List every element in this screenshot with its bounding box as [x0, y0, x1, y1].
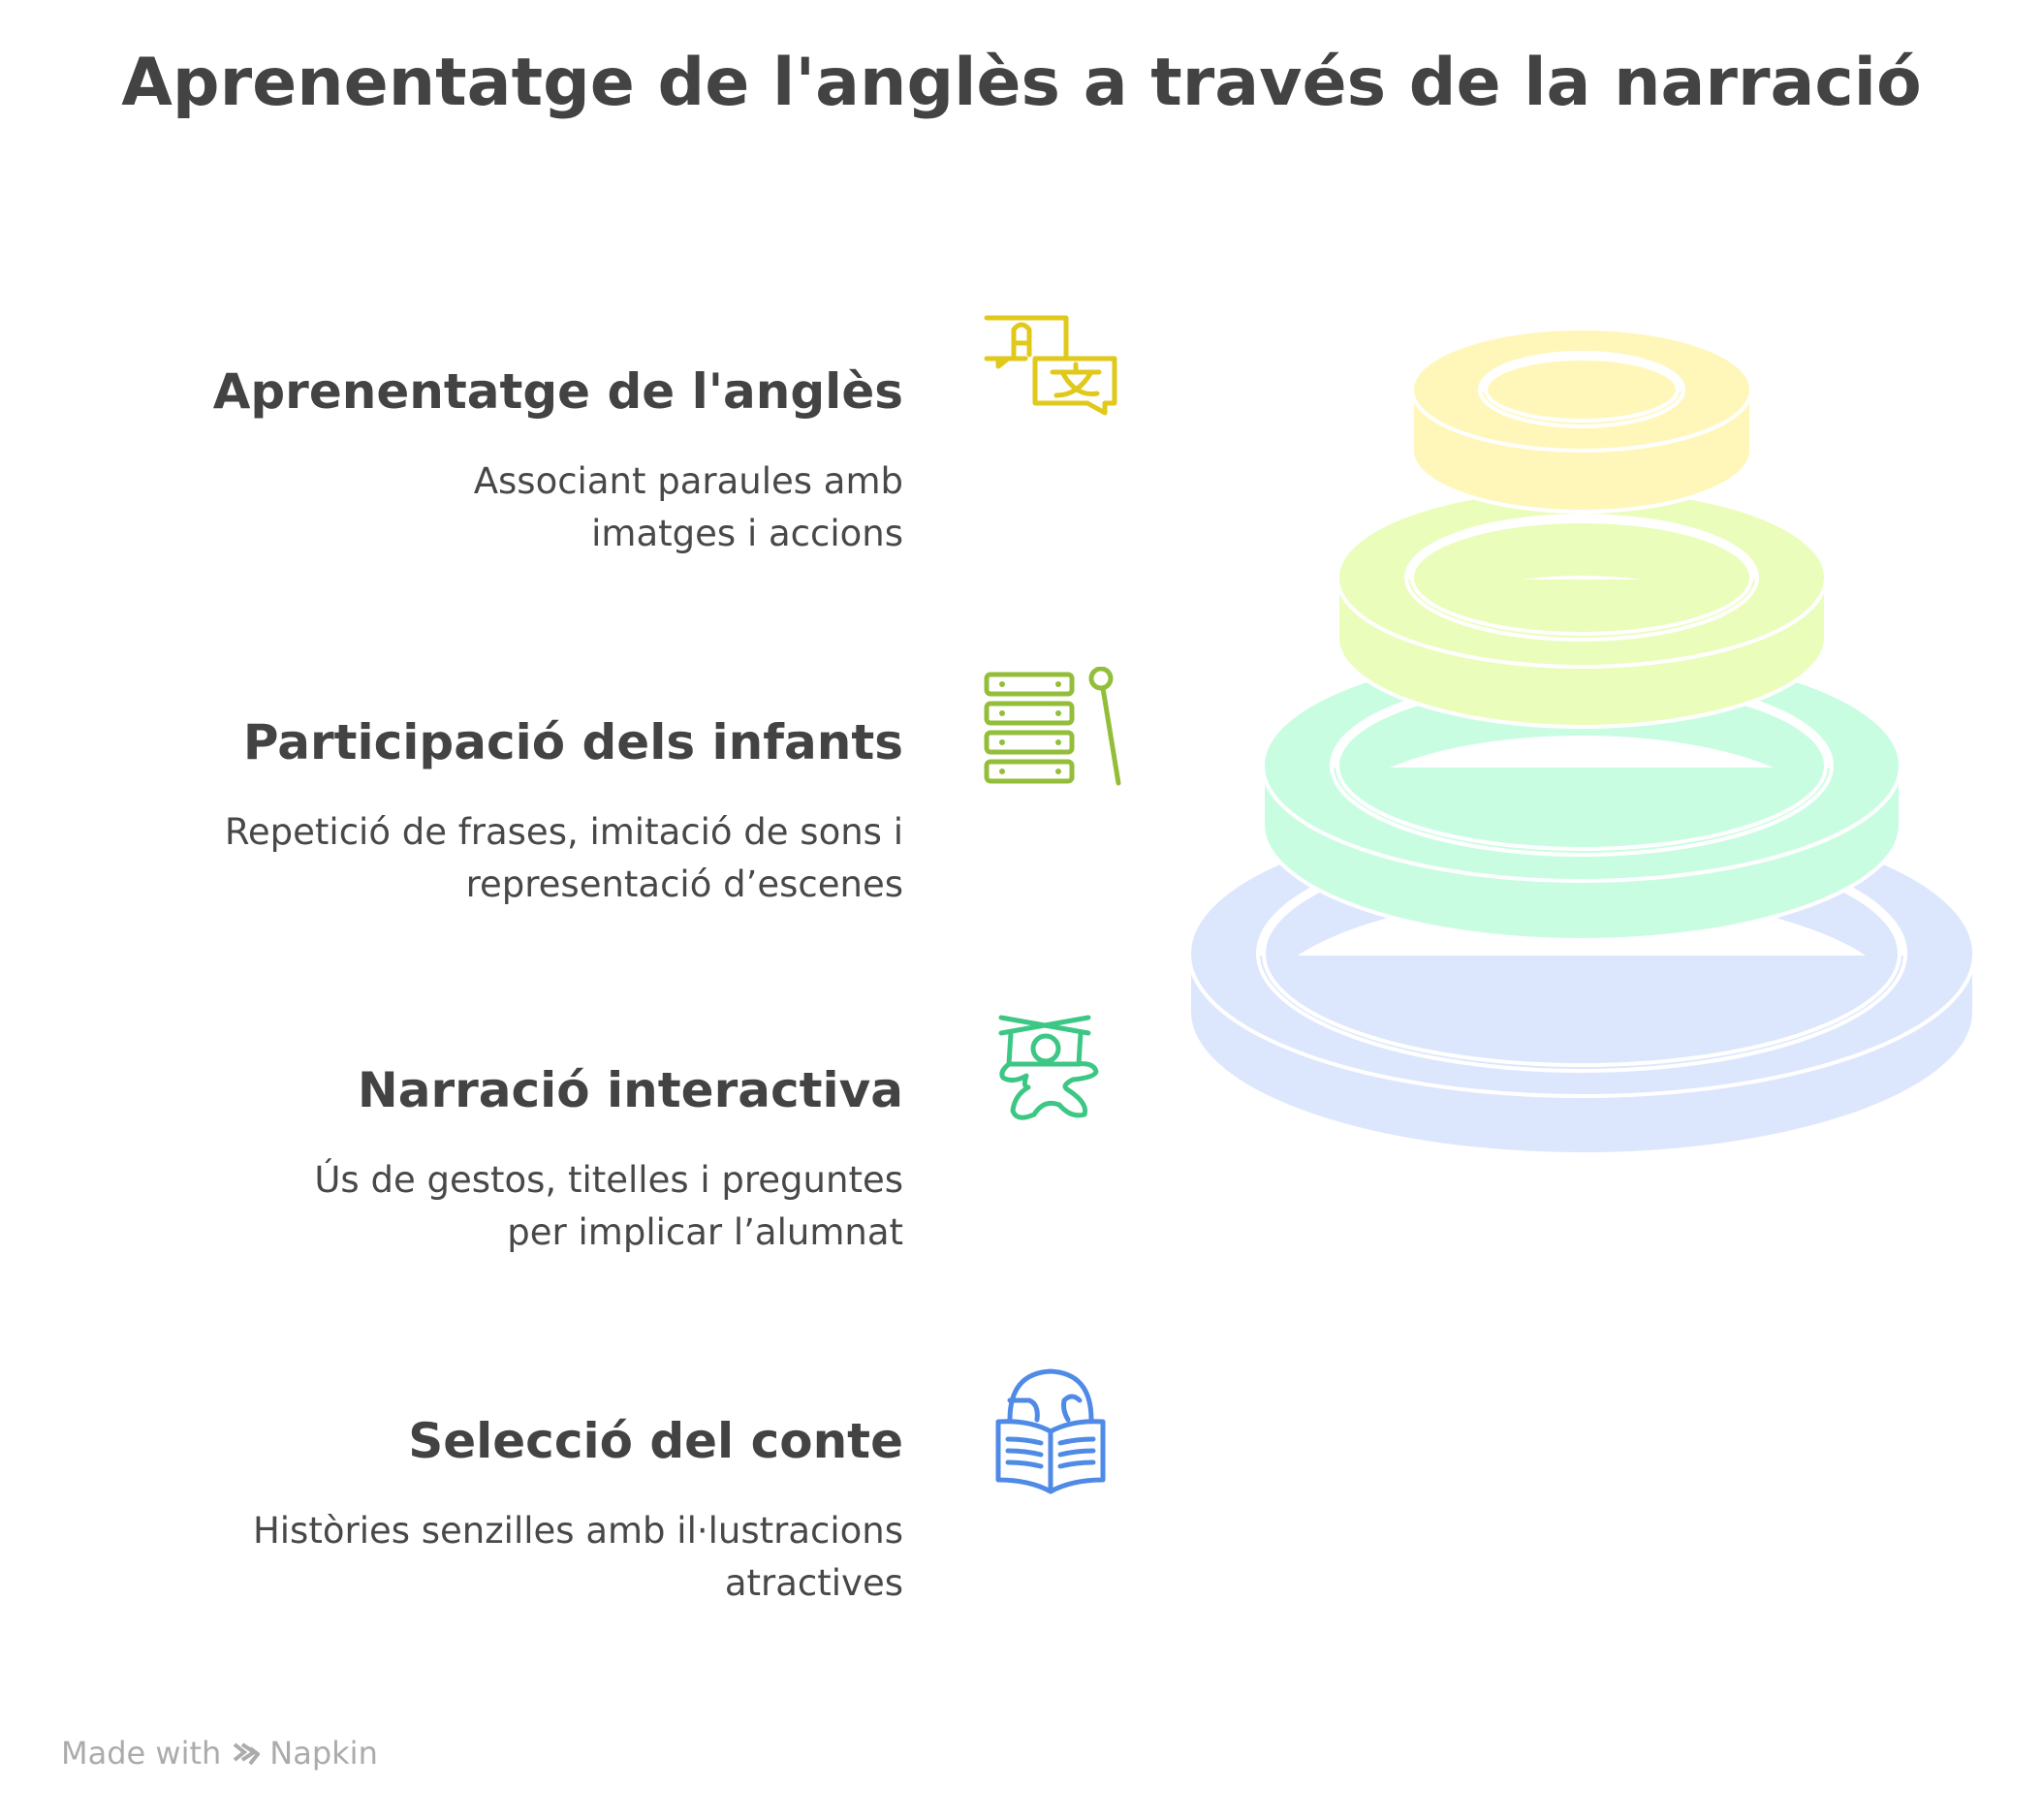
step-description: Històries senzilles amb il·lustracions a… [252, 1510, 903, 1604]
footer: Made with Napkin [61, 1735, 378, 1772]
step-heading: Selecció del conte [408, 1413, 903, 1469]
ring-1 [1335, 486, 1829, 729]
step-story-selection: Selecció del conte Històries senzilles a… [50, 1410, 903, 1610]
napkin-brand[interactable]: Napkin [269, 1735, 378, 1772]
made-with-label: Made with [61, 1735, 222, 1772]
ring-2 [1260, 648, 1903, 942]
translate-icon [984, 315, 1117, 416]
step-description: Associant paraules amb imatges i accions [473, 460, 903, 554]
step-heading: Participació dels infants [242, 714, 903, 770]
page-title: Aprenentatge de l'anglès a través de la … [121, 45, 1922, 121]
book-globe-icon [995, 1368, 1106, 1494]
step-description: Repetició de frases, imitació de sons i … [224, 811, 903, 905]
step-description: Ús de gestos, titelles i preguntes per i… [314, 1159, 903, 1253]
step-heading: Narració interactiva [357, 1062, 903, 1118]
step-heading: Aprenentatge de l'anglès [212, 363, 903, 420]
step-interactive-storytelling: Narració interactiva Ús de gestos, titel… [50, 1059, 903, 1259]
step-english-learning: Aprenentatge de l'anglès Associant parau… [50, 361, 903, 560]
puppet-icon [998, 1015, 1099, 1120]
step-children-participation: Participació dels infants Repetició de f… [50, 711, 903, 911]
xylophone-icon [984, 667, 1121, 786]
napkin-logo-icon [234, 1742, 261, 1766]
ring-0 [1409, 327, 1754, 514]
